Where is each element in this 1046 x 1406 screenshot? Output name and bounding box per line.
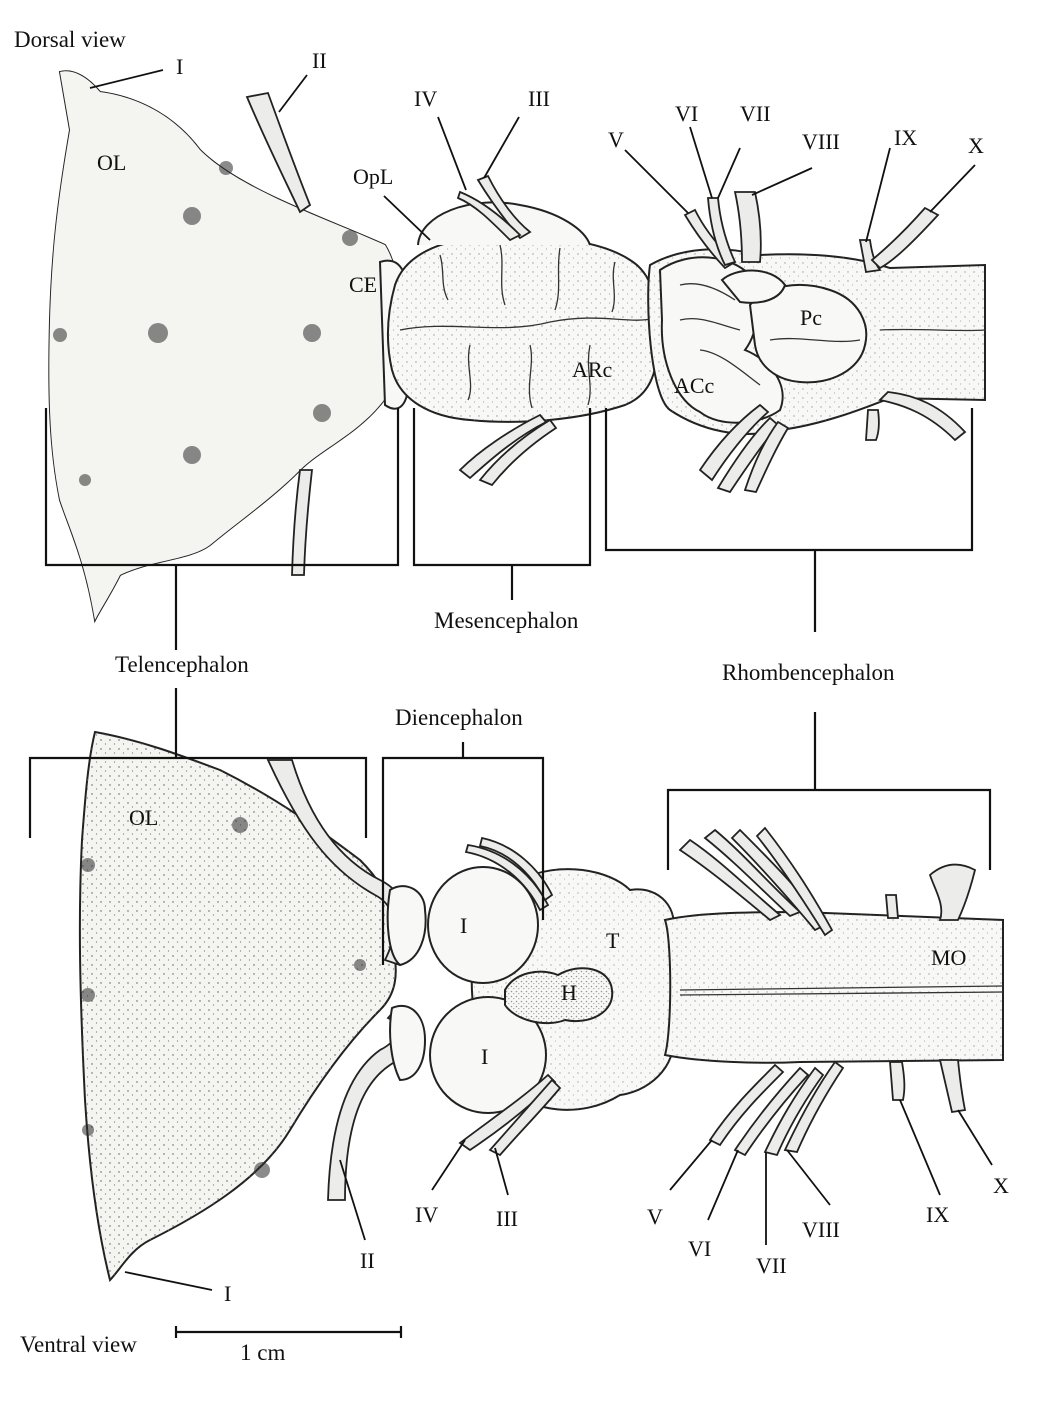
scale-bar-label: 1 cm	[240, 1340, 285, 1365]
dorsal-label-n4: IV	[414, 86, 437, 111]
ventral-label-t: T	[606, 928, 620, 953]
scale-bar	[176, 1326, 401, 1338]
dorsal-label-opl: OpL	[353, 164, 393, 189]
ventral-label-n5: V	[647, 1204, 663, 1229]
ventral-label-n7: VII	[756, 1253, 787, 1278]
dorsal-label-n9: IX	[894, 125, 917, 150]
dorsal-label-n8: VIII	[802, 129, 840, 154]
ventral-label-n1: I	[224, 1281, 231, 1306]
dorsal-label-n2: II	[312, 48, 327, 73]
dorsal-view-title: Dorsal view	[14, 27, 126, 52]
dorsal-label-arc: ARc	[572, 357, 613, 382]
ventral-label-n3: III	[496, 1206, 518, 1231]
region-diencephalon: Diencephalon	[395, 705, 523, 730]
dorsal-label-n3: III	[528, 86, 550, 111]
ventral-label-mo: MO	[931, 945, 966, 970]
dorsal-label-n7: VII	[740, 101, 771, 126]
ventral-label-n10: X	[993, 1173, 1009, 1198]
region-telencephalon: Telencephalon	[115, 652, 249, 677]
dorsal-label-n6: VI	[675, 101, 698, 126]
dorsal-view	[49, 71, 985, 620]
ventral-view	[80, 732, 1003, 1280]
ventral-label-i-lower: I	[481, 1044, 488, 1069]
dorsal-label-n1: I	[176, 54, 183, 79]
ventral-label-ol: OL	[129, 805, 158, 830]
ventral-label-n4: IV	[415, 1202, 438, 1227]
ventral-view-title: Ventral view	[20, 1332, 137, 1357]
ventral-label-n8: VIII	[802, 1217, 840, 1242]
dorsal-label-acc: ACc	[674, 373, 715, 398]
ventral-label-h: H	[561, 980, 577, 1005]
region-mesencephalon: Mesencephalon	[434, 608, 579, 633]
dorsal-label-pc: Pc	[800, 305, 822, 330]
dorsal-label-n10: X	[968, 133, 984, 158]
dorsal-label-ol: OL	[97, 150, 126, 175]
ventral-label-n6: VI	[688, 1236, 711, 1261]
region-rhombencephalon: Rhombencephalon	[722, 660, 895, 685]
ventral-label-n9: IX	[926, 1202, 949, 1227]
ventral-label-n2: II	[360, 1248, 375, 1273]
dorsal-label-ce: CE	[349, 272, 377, 297]
dorsal-label-n5: V	[608, 127, 624, 152]
ventral-label-i-upper: I	[460, 913, 467, 938]
